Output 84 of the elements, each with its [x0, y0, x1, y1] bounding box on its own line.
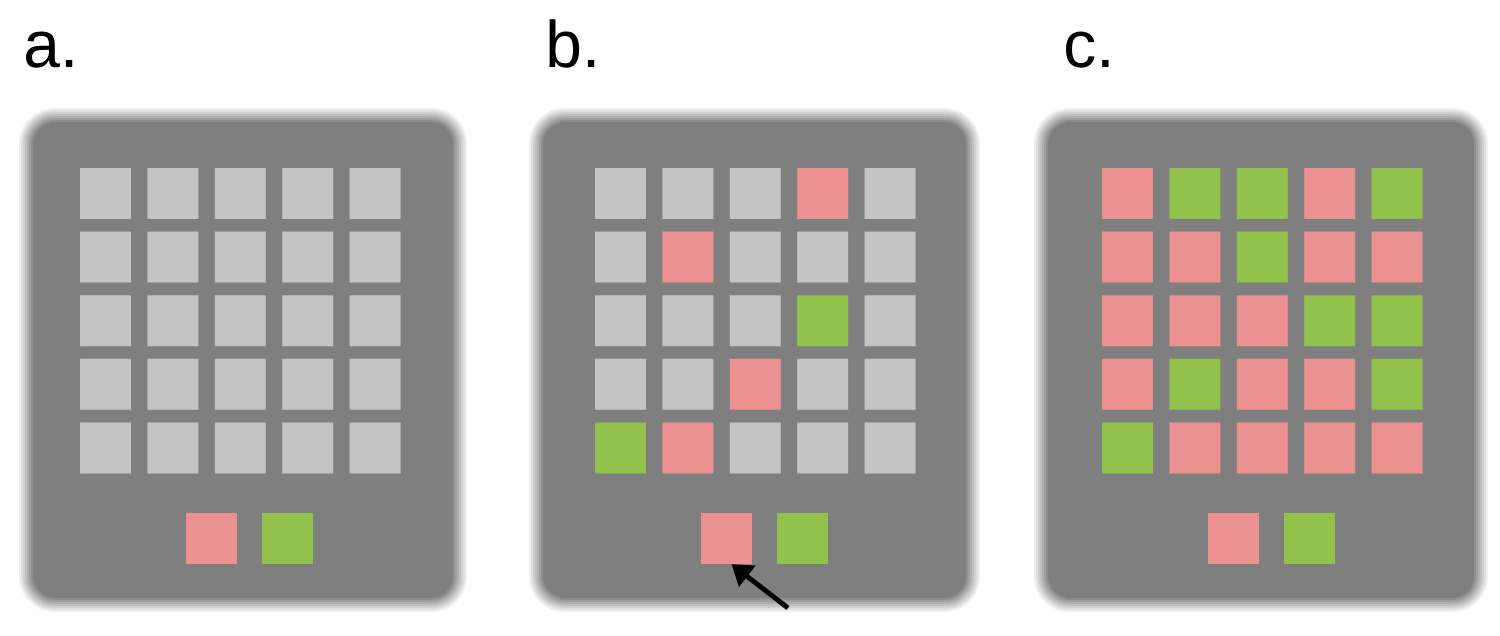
grid-tile: [1304, 295, 1356, 347]
grid-tile: [864, 231, 916, 283]
grid-tile: [864, 358, 916, 410]
grid-tile: [80, 358, 131, 410]
grid-tile: [147, 295, 199, 347]
grid-tile: [729, 295, 781, 347]
grid-tile: [1304, 231, 1356, 283]
grid-tile: [1169, 422, 1221, 474]
grid-tile: [1236, 168, 1288, 219]
grid-tile: [349, 358, 401, 410]
grid-tile: [214, 422, 266, 474]
grid-tile: [662, 422, 714, 474]
grid-tile: [1371, 358, 1423, 410]
panel-label: b.: [549, 19, 595, 68]
grid-tile: [80, 168, 131, 219]
grid-tile: [1371, 168, 1423, 219]
grid-tile: [797, 168, 849, 219]
grid-tile: [282, 231, 334, 283]
grid-tile: [214, 168, 266, 219]
grid-tile: [282, 295, 334, 347]
grid-tile: [1304, 168, 1356, 219]
grid-tile: [214, 295, 266, 347]
grid-tile: [1169, 358, 1221, 410]
grid-tile: [147, 358, 199, 410]
grid-tile: [349, 231, 401, 283]
grid-tile: [147, 231, 199, 283]
grid-tile: [797, 295, 849, 347]
grid-tile: [729, 358, 781, 410]
grid-tile: [80, 295, 131, 347]
grid-tile: [595, 295, 646, 347]
grid-tile: [595, 168, 646, 219]
grid-tile: [662, 168, 714, 219]
grid-tile: [1236, 231, 1288, 283]
grid-tile: [349, 168, 401, 219]
grid-tile: [662, 231, 714, 283]
grid-tile: [349, 295, 401, 347]
choice-tile: [701, 513, 752, 564]
grid-tile: [80, 422, 131, 474]
grid-tile: [1169, 168, 1221, 219]
grid-tile: [80, 231, 131, 283]
grid-tile: [662, 358, 714, 410]
choice-tile: [1284, 513, 1335, 564]
grid-tile: [349, 422, 401, 474]
panel-label: a.: [26, 31, 73, 68]
grid-tile: [1304, 422, 1356, 474]
grid-tile: [1102, 168, 1153, 219]
grid-tile: [595, 231, 646, 283]
grid-tile: [1102, 358, 1153, 410]
grid-tile: [282, 168, 334, 219]
choice-tile: [777, 513, 828, 564]
grid-tile: [1371, 231, 1423, 283]
grid-tile: [662, 295, 714, 347]
grid-tile: [1169, 295, 1221, 347]
choice-tile: [186, 513, 237, 564]
grid-tile: [1102, 295, 1153, 347]
grid-tile: [864, 422, 916, 474]
grid-tile: [797, 358, 849, 410]
grid-tile: [729, 168, 781, 219]
grid-tile: [1236, 422, 1288, 474]
grid-tile: [147, 168, 199, 219]
grid-tile: [1236, 358, 1288, 410]
grid-tile: [1371, 295, 1423, 347]
grid-tile: [1304, 358, 1356, 410]
grid-tile: [1236, 295, 1288, 347]
grid-tile: [595, 422, 646, 474]
grid-tile: [1169, 231, 1221, 283]
grid-tile: [282, 422, 334, 474]
grid-tile: [864, 168, 916, 219]
grid-tile: [1371, 422, 1423, 474]
grid-tile: [797, 422, 849, 474]
grid-tile: [282, 358, 334, 410]
grid-tile: [1102, 422, 1153, 474]
grid-tile: [729, 231, 781, 283]
grid-tile: [797, 231, 849, 283]
grid-tile: [1102, 231, 1153, 283]
grid-tile: [147, 422, 199, 474]
grid-tile: [864, 295, 916, 347]
grid-tile: [214, 358, 266, 410]
choice-tile: [262, 513, 313, 564]
grid-tile: [595, 358, 646, 410]
panel-label: c.: [1066, 31, 1109, 68]
choice-tile: [1208, 513, 1259, 564]
grid-tile: [729, 422, 781, 474]
grid-tile: [214, 231, 266, 283]
